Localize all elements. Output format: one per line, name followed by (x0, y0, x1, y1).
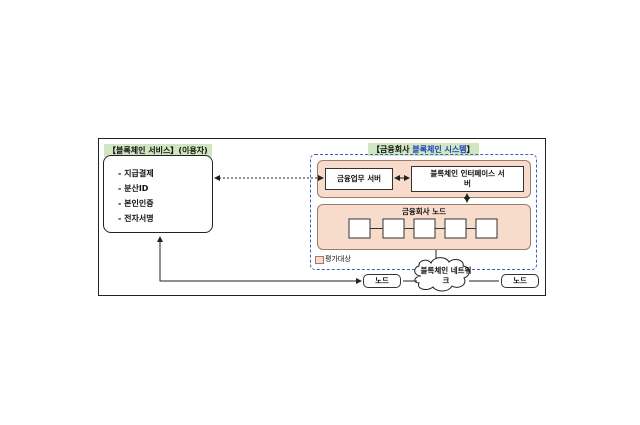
financial-company-label: 【금융회사 (372, 145, 413, 154)
blockchain-network-label: 블록체인 네트워크 (420, 266, 472, 285)
block (348, 218, 371, 239)
block (475, 218, 498, 239)
right-node: 노드 (501, 274, 539, 288)
service-item: 지급결제 (118, 166, 212, 181)
blockchain-interface-server: 블록체인 인터페이스 서버 (411, 166, 524, 192)
left-node: 노드 (363, 274, 401, 288)
blockchain-service-title: 【블록체인 서비스】 (108, 146, 179, 155)
service-item: 전자서명 (118, 211, 212, 226)
node-area-title: 금융회사 노드 (401, 207, 446, 216)
block (413, 218, 436, 239)
blockchain-system-label: 블록체인 시스템 (412, 145, 467, 154)
service-box: 지급결제 분산ID 본인인증 전자서명 (103, 155, 213, 233)
network-cloud-icon (414, 257, 470, 292)
chain-blocks (348, 218, 498, 239)
financial-system-header: 【금융회사 블록체인 시스템】 (368, 143, 479, 156)
user-label: (이용자) (178, 146, 208, 155)
blockchain-service-header: 【블록체인 서비스】(이용자) (104, 144, 212, 157)
financial-business-server: 금융업무 서버 (325, 168, 393, 190)
block (382, 218, 405, 239)
service-list: 지급결제 분산ID 본인인증 전자서명 (104, 156, 212, 226)
service-item: 분산ID (118, 181, 212, 196)
header-bracket: 】 (466, 145, 475, 154)
block (444, 218, 467, 239)
service-item: 본인인증 (118, 196, 212, 211)
outer-frame (98, 138, 546, 296)
node-to-service-arrow (157, 236, 362, 284)
